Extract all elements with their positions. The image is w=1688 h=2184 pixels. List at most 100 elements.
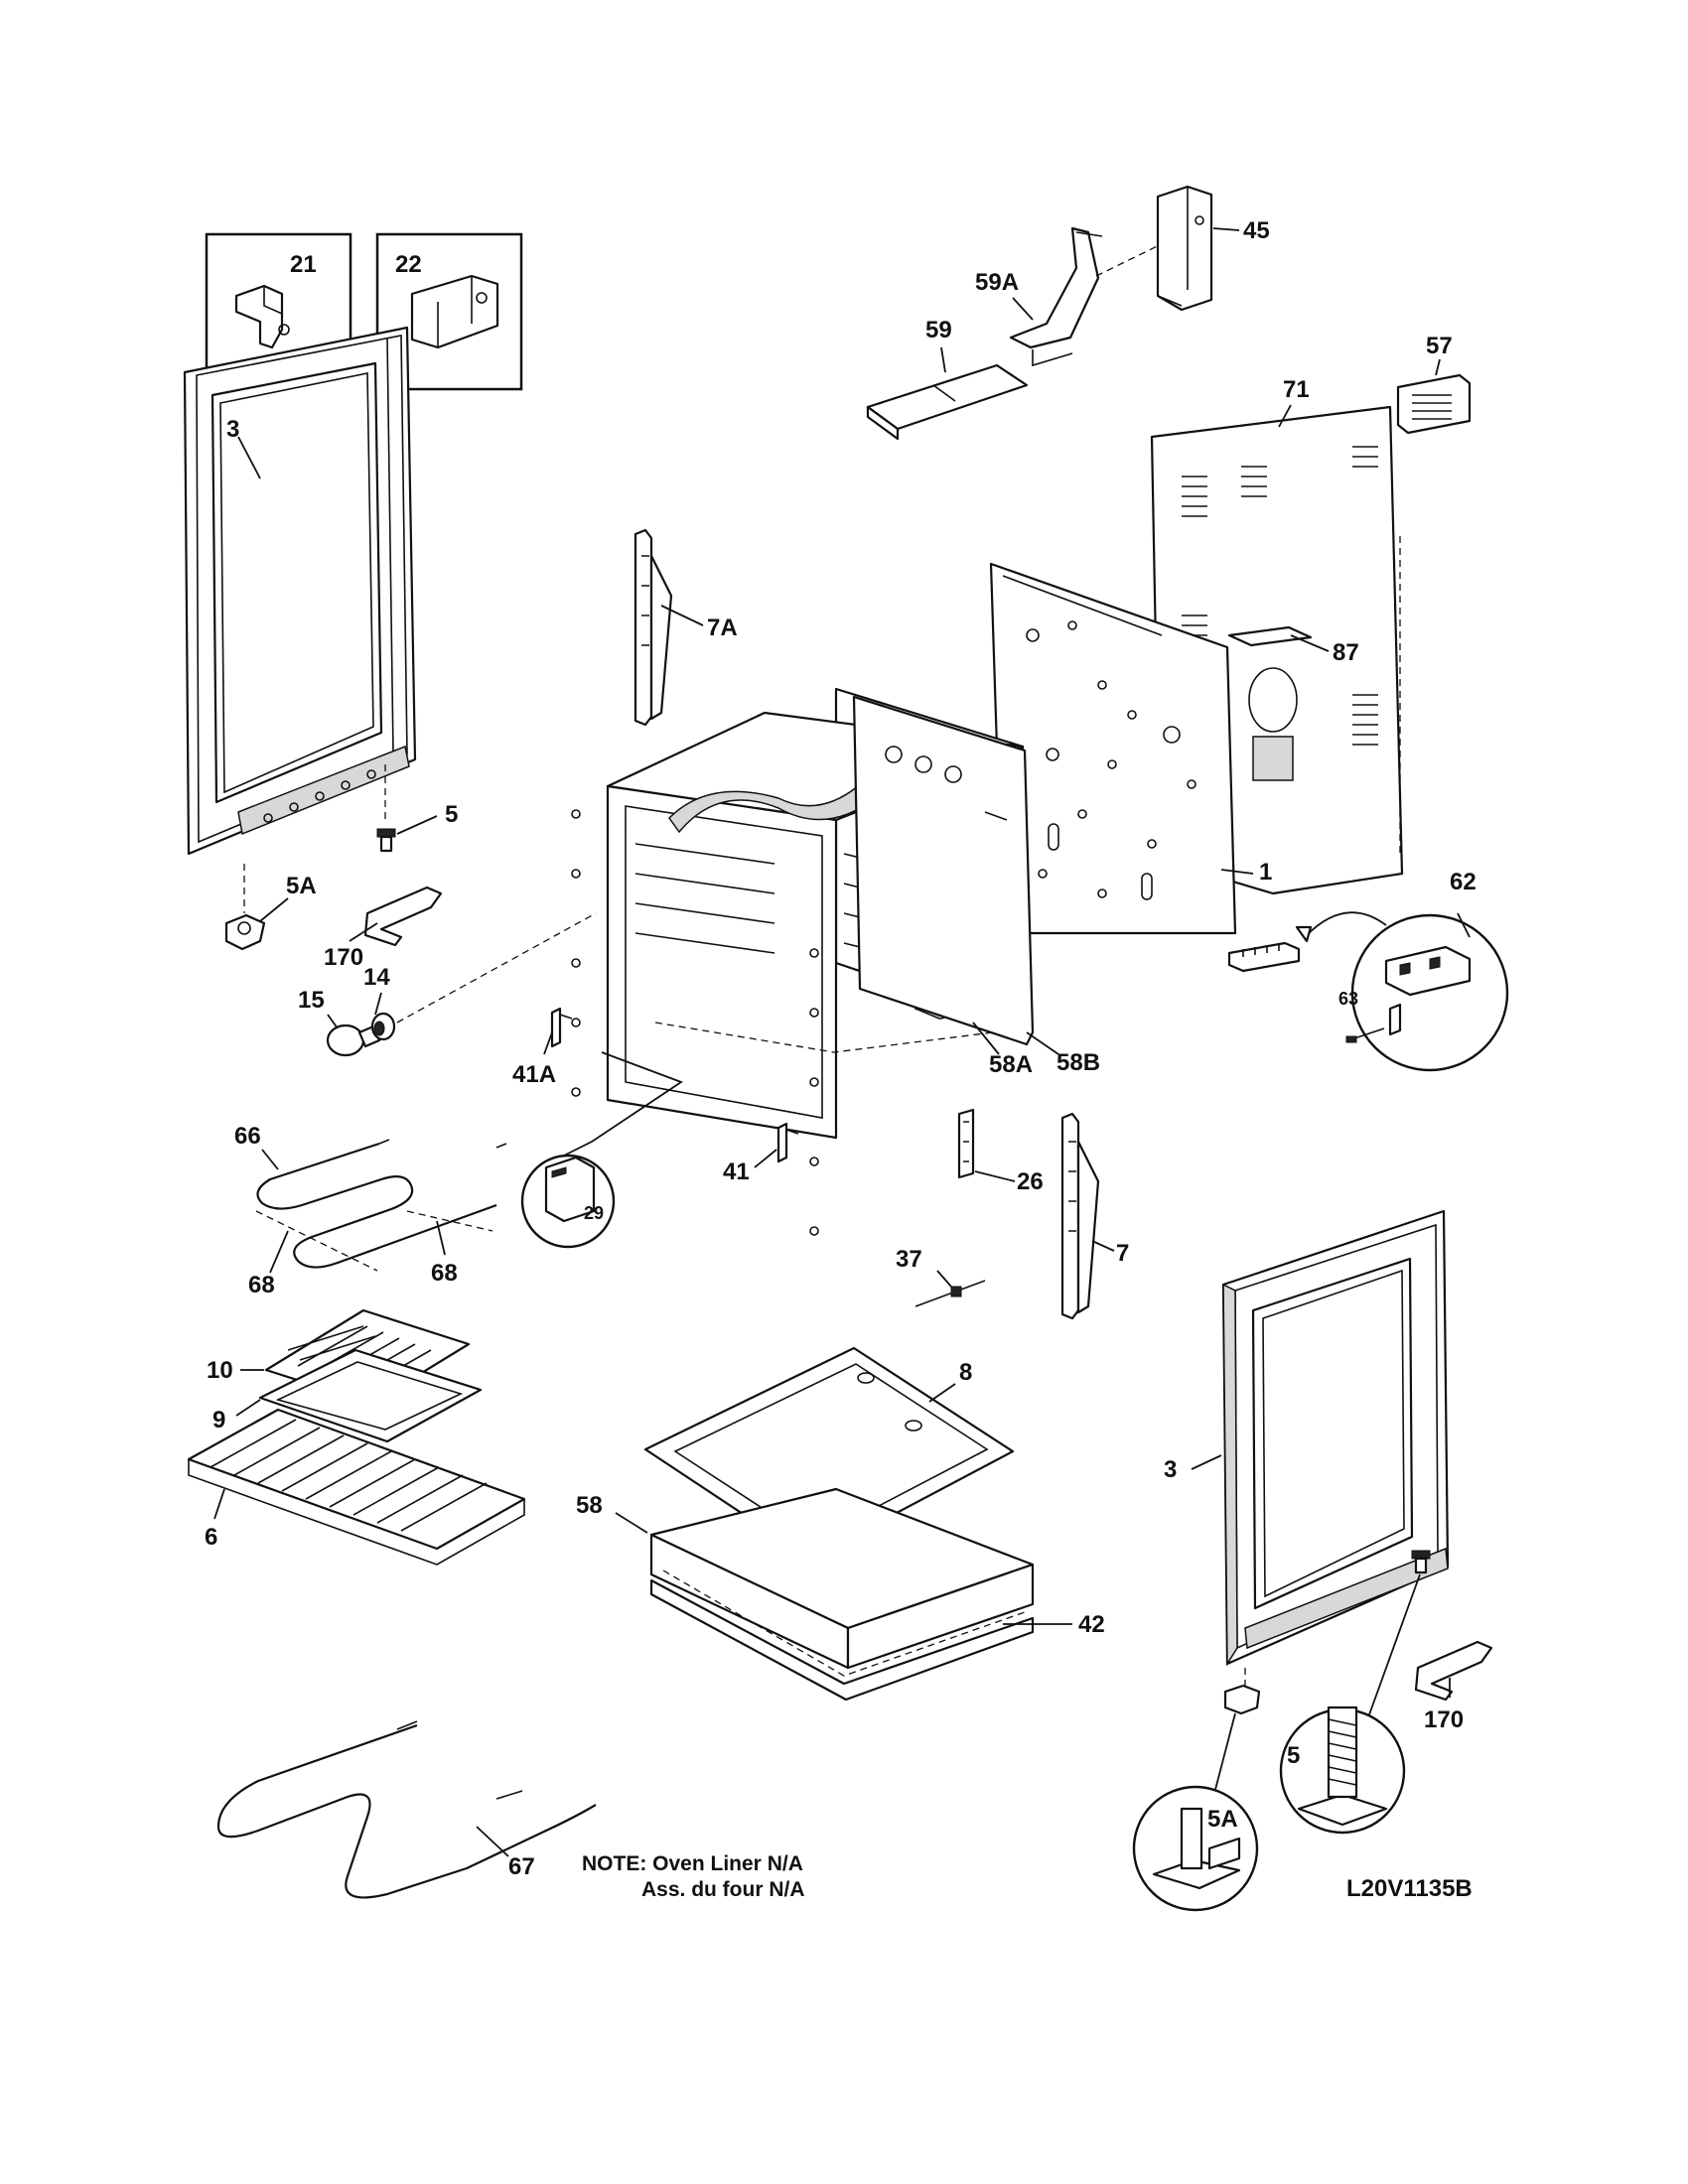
hinge-170-right (1414, 1640, 1493, 1702)
leader-62 (1457, 912, 1471, 938)
label-63: 63 (1338, 989, 1358, 1009)
label-3-left: 3 (226, 416, 239, 443)
insulation-front-58b (852, 695, 1035, 1046)
label-8: 8 (959, 1359, 972, 1386)
vent-cover-57 (1396, 373, 1472, 435)
label-5-right: 5 (1287, 1742, 1300, 1769)
detail-circle-5 (1279, 1706, 1406, 1835)
vent-duct-59a (1009, 226, 1103, 367)
label-5a-right: 5A (1207, 1806, 1238, 1833)
leader-14 (374, 992, 382, 1016)
detail-circle-29 (520, 1154, 616, 1249)
arrow-head-62 (1295, 925, 1313, 943)
dash-lamp (396, 912, 597, 1024)
label-22: 22 (395, 251, 422, 278)
label-41: 41 (723, 1159, 750, 1185)
label-58a: 58A (989, 1051, 1033, 1078)
diagram-id: L20V1135B (1346, 1875, 1473, 1902)
leader-68-left (269, 1230, 289, 1274)
rack-support-7a (633, 528, 673, 727)
label-59a: 59A (975, 269, 1019, 296)
leader-29 (551, 1051, 683, 1162)
label-7: 7 (1116, 1240, 1129, 1267)
dash-68-right (406, 1210, 493, 1232)
label-68-right: 68 (431, 1260, 458, 1287)
leader-45 (1212, 227, 1240, 231)
leader-57 (1435, 358, 1441, 376)
lamp-bulb-15 (326, 1024, 381, 1057)
note-line-1: NOTE: Oven Liner N/A (582, 1852, 803, 1875)
leader-67 (476, 1826, 509, 1857)
oven-door-right (1221, 1209, 1450, 1667)
leader-58a (972, 1022, 1000, 1055)
leader-5-left (396, 815, 438, 835)
bake-element-67 (216, 1720, 597, 1899)
label-42: 42 (1078, 1611, 1105, 1638)
hinge-receiver-5a-left (224, 913, 266, 951)
hinge-170-left (363, 886, 443, 947)
label-6: 6 (205, 1524, 217, 1551)
label-87: 87 (1333, 639, 1359, 666)
drawer-bottom-42 (649, 1570, 1035, 1702)
oven-door-left (183, 326, 417, 856)
label-66: 66 (234, 1123, 261, 1150)
leader-arrow-62 (1306, 911, 1387, 936)
label-5-left: 5 (445, 801, 458, 828)
screw-5-right (1411, 1550, 1431, 1574)
label-14: 14 (363, 964, 390, 991)
label-41a: 41A (512, 1061, 556, 1088)
label-21: 21 (290, 251, 317, 278)
leader-59a (1012, 297, 1034, 321)
detail-circle-5a (1132, 1785, 1259, 1912)
leader-68-right (436, 1220, 446, 1256)
bracket-26 (957, 1108, 975, 1179)
label-59: 59 (925, 317, 952, 343)
label-45: 45 (1243, 217, 1270, 244)
rack-slide-41a (550, 1007, 573, 1048)
vent-box-45 (1156, 185, 1213, 312)
label-170-right: 170 (1424, 1706, 1464, 1733)
leader-37 (936, 1270, 952, 1288)
insulation-58 (649, 1487, 1035, 1670)
broil-pan-9 (258, 1348, 483, 1443)
leader-9 (235, 1399, 261, 1417)
leader-58 (615, 1512, 648, 1534)
dash-59a-45 (1095, 233, 1183, 277)
label-58: 58 (576, 1492, 603, 1519)
leader-5-right (1367, 1573, 1421, 1718)
leader-58b (1026, 1031, 1059, 1055)
lamp-socket-14 (370, 1012, 396, 1041)
leader-41 (754, 1149, 777, 1168)
terminal-block (1227, 941, 1301, 973)
label-170-left: 170 (324, 944, 363, 971)
leader-26 (974, 1170, 1016, 1182)
label-68-left: 68 (248, 1272, 275, 1298)
note-line-2: Ass. du four N/A (641, 1878, 805, 1901)
hinge-receiver-5a-right (1223, 1684, 1261, 1715)
label-7a: 7A (707, 614, 738, 641)
label-1: 1 (1259, 859, 1272, 886)
label-67: 67 (508, 1853, 535, 1880)
label-3-right: 3 (1164, 1456, 1177, 1483)
leader-66 (261, 1149, 279, 1170)
label-58b: 58B (1056, 1049, 1100, 1076)
label-71: 71 (1283, 376, 1310, 403)
oven-rack-6 (187, 1408, 526, 1566)
label-15: 15 (298, 987, 325, 1014)
sensor-37 (914, 1280, 986, 1307)
leader-170-left (349, 922, 378, 942)
label-26: 26 (1017, 1168, 1044, 1195)
leader-8 (928, 1383, 956, 1403)
leader-6 (213, 1488, 225, 1520)
leader-15 (327, 1014, 339, 1029)
leader-71 (1278, 404, 1292, 428)
rack-support-7 (1060, 1112, 1100, 1320)
rack-slide-41 (776, 1122, 799, 1163)
detail-circle-62-63 (1345, 913, 1509, 1072)
screw-5-left (376, 828, 396, 853)
label-5a-left: 5A (286, 873, 317, 899)
vent-duct-59 (866, 363, 1029, 441)
leader-1 (1220, 869, 1254, 875)
leader-3-right (1191, 1454, 1222, 1470)
